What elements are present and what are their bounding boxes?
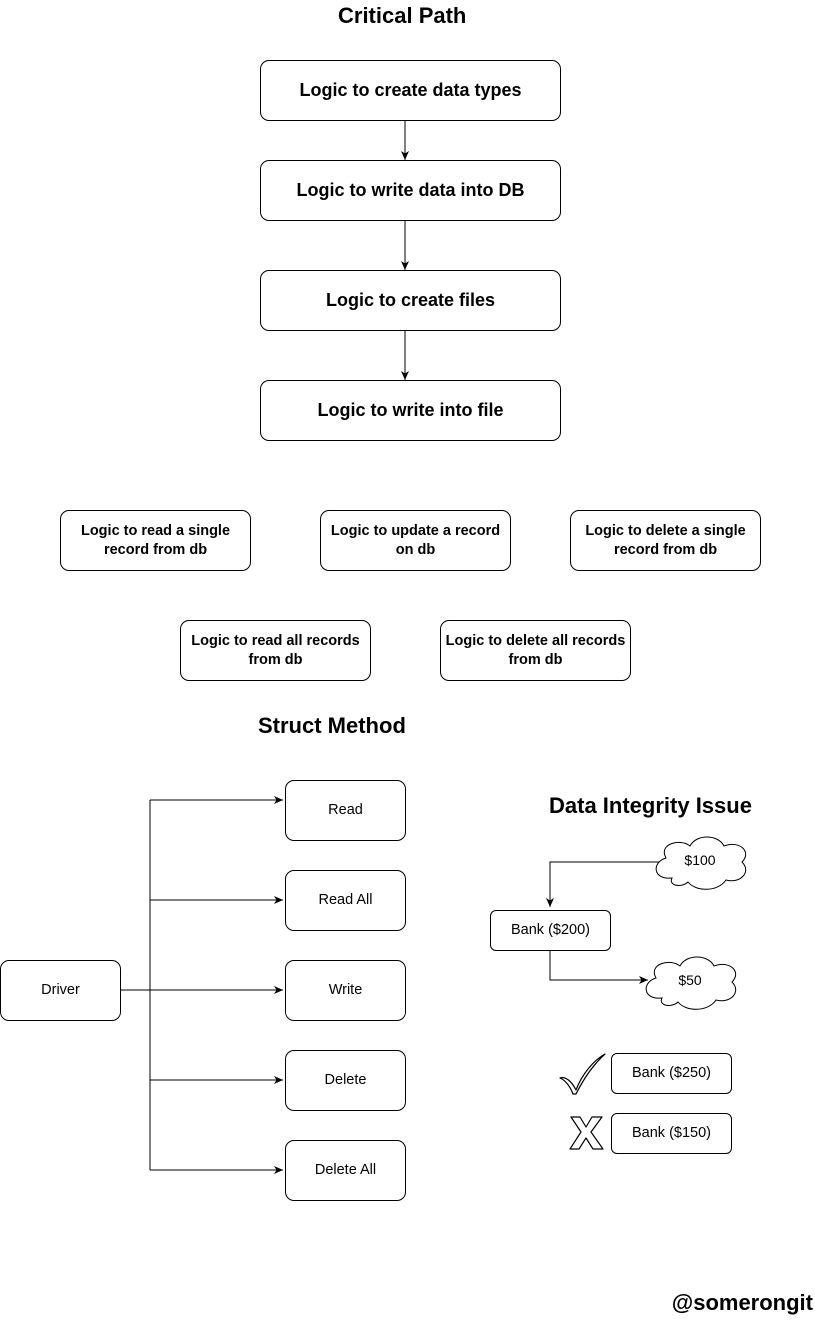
method-label: Read All bbox=[318, 892, 373, 909]
read-all-box[interactable]: Logic to read all records from db bbox=[180, 620, 371, 681]
deposit-cloud-shape bbox=[655, 836, 747, 890]
step-label: Logic to create data types bbox=[299, 80, 522, 101]
read-single-box[interactable]: Logic to read a single record from db bbox=[60, 510, 251, 571]
struct-method-title: Struct Method bbox=[258, 713, 406, 738]
method-label: Delete All bbox=[314, 1162, 377, 1179]
box-label: Logic to delete a single record from db bbox=[585, 523, 746, 558]
watermark: @somerongit bbox=[671, 1290, 813, 1315]
wrong-balance-box[interactable]: Bank ($150) bbox=[611, 1113, 732, 1154]
correct-balance-label: Bank ($250) bbox=[632, 1065, 711, 1082]
method-label: Delete bbox=[324, 1072, 367, 1089]
step-write-file[interactable]: Logic to write into file bbox=[260, 380, 561, 441]
method-read-all[interactable]: Read All bbox=[285, 870, 406, 931]
deposit-cloud-label: $100 bbox=[684, 852, 716, 868]
step-write-data-db[interactable]: Logic to write data into DB bbox=[260, 160, 561, 221]
withdraw-cloud-label: $50 bbox=[678, 972, 702, 988]
critical-path-title: Critical Path bbox=[338, 3, 467, 28]
correct-balance-box[interactable]: Bank ($250) bbox=[611, 1053, 732, 1094]
check-icon bbox=[559, 1053, 606, 1095]
method-write[interactable]: Write bbox=[285, 960, 406, 1021]
step-label: Logic to write into file bbox=[317, 400, 504, 421]
step-label: Logic to write data into DB bbox=[296, 180, 525, 201]
arrow-deposit-bank bbox=[546, 861, 660, 907]
arrow-bank-withdraw bbox=[549, 951, 648, 984]
x-mark-icon bbox=[569, 1116, 604, 1150]
method-delete[interactable]: Delete bbox=[285, 1050, 406, 1111]
method-delete-all[interactable]: Delete All bbox=[285, 1140, 406, 1201]
step-create-data-types[interactable]: Logic to create data types bbox=[260, 60, 561, 121]
box-label: Logic to delete all records from db bbox=[445, 633, 626, 668]
bank-label: Bank ($200) bbox=[511, 922, 590, 939]
method-read[interactable]: Read bbox=[285, 780, 406, 841]
step-label: Logic to create files bbox=[325, 290, 496, 311]
wrong-balance-label: Bank ($150) bbox=[632, 1125, 711, 1142]
bank-box[interactable]: Bank ($200) bbox=[490, 910, 611, 951]
driver-box[interactable]: Driver bbox=[0, 960, 121, 1021]
delete-all-box[interactable]: Logic to delete all records from db bbox=[440, 620, 631, 681]
update-record-box[interactable]: Logic to update a record on db bbox=[320, 510, 511, 571]
data-integrity-title: Data Integrity Issue bbox=[549, 793, 752, 818]
method-label: Read bbox=[328, 802, 363, 819]
delete-single-box[interactable]: Logic to delete a single record from db bbox=[570, 510, 761, 571]
box-label: Logic to read a single record from db bbox=[80, 523, 231, 558]
step-create-files[interactable]: Logic to create files bbox=[260, 270, 561, 331]
driver-label: Driver bbox=[41, 982, 80, 999]
withdraw-cloud-shape bbox=[645, 956, 737, 1010]
box-label: Logic to read all records from db bbox=[191, 633, 360, 668]
box-label: Logic to update a record on db bbox=[330, 523, 501, 558]
method-label: Write bbox=[328, 982, 363, 999]
